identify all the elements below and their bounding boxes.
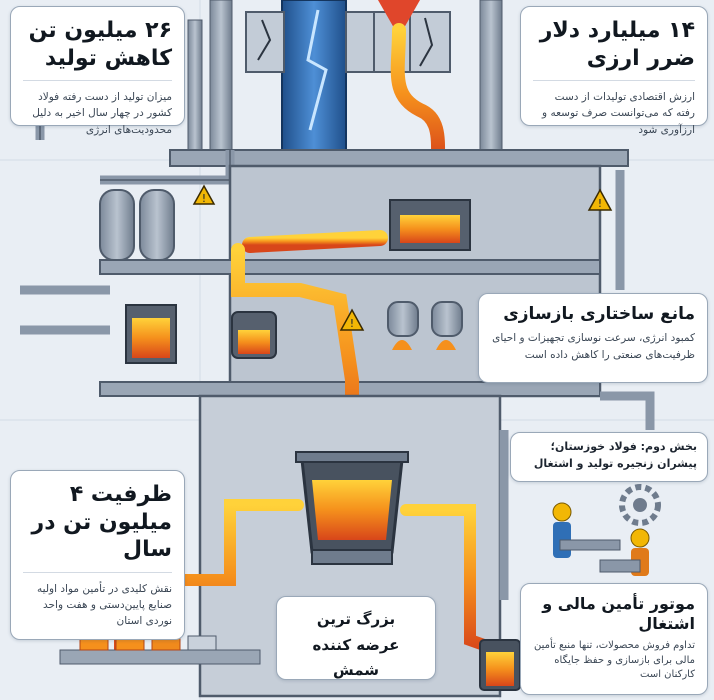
worker-icon: [599, 528, 650, 576]
furnace-upper: [389, 199, 471, 251]
warning-icon: !: [339, 308, 365, 331]
production-loss-card: ۲۶ میلیون تن کاهش تولید میزان تولید از د…: [10, 6, 185, 136]
crack-icon: [245, 11, 451, 73]
gear-icon: [619, 484, 661, 526]
middle-floor: [99, 259, 601, 275]
structural-barrier-card: مانع ساختاری بازسازی کمبود انرژی، سرعت ن…: [478, 293, 708, 383]
svg-text:!: !: [202, 192, 206, 205]
warning-icon: !: [192, 184, 216, 205]
molten-pipe-middle: [242, 230, 388, 253]
billets: [59, 635, 261, 665]
largest-supplier-line2: عرضه کننده شمش: [312, 635, 400, 680]
svg-text:!: !: [350, 317, 354, 330]
divider: [23, 80, 172, 81]
lightning-icon: [306, 9, 328, 131]
largest-supplier-line1: بزرگ ترین: [316, 610, 396, 628]
burners: [387, 301, 463, 350]
pouring-ladle: [479, 639, 521, 691]
structural-barrier-body: کمبود انرژی، سرعت نوسازی تجهیزات و احیای…: [492, 332, 695, 361]
finance-engine-title: موتور تأمین مالی و اشتغال: [542, 594, 695, 633]
production-loss-title: ۲۶ میلیون تن کاهش تولید: [28, 18, 172, 71]
section-heading-line1: بخش دوم: فولاد خوزستان؛: [550, 440, 697, 453]
largest-supplier-card: بزرگ ترین عرضه کننده شمش: [276, 596, 436, 680]
finance-engine-card: موتور تأمین مالی و اشتغال تداوم فروش محص…: [520, 583, 708, 695]
divider: [23, 571, 172, 573]
molten-pipe-upper: [390, 23, 446, 167]
section-heading-card: بخش دوم: فولاد خوزستان؛ پیشران زنجیره تو…: [510, 432, 708, 482]
big-ladle: [295, 451, 409, 565]
stacks: [187, 0, 503, 151]
crucible-left: [125, 304, 177, 364]
capacity-title: ظرفیت ۴ میلیون تن در سال: [31, 482, 172, 562]
finance-engine-body: تداوم فروش محصولات، تنها منبع تأمین مالی…: [533, 640, 695, 680]
production-loss-body: میزان تولید از دست رفته فولاد کشور در چه…: [32, 91, 172, 136]
section-heading-line2: پیشران زنجیره تولید و اشتغال: [533, 456, 697, 470]
currency-loss-title: ۱۴ میلیارد دلار ضرر ارزی: [539, 18, 695, 71]
structural-barrier-title: مانع ساختاری بازسازی: [503, 304, 695, 324]
warning-icon: !: [587, 188, 613, 211]
upper-floor: [169, 149, 629, 167]
capacity-body: نقش کلیدی در تأمین مواد اولیه صنایع پایی…: [37, 582, 172, 628]
molten-funnel: [378, 0, 420, 28]
svg-text:!: !: [598, 197, 602, 210]
currency-loss-body: ارزش اقتصادی تولیدات از دست رفته که می‌ت…: [542, 91, 695, 136]
ladle-middle: [231, 311, 277, 359]
capacity-card: ظرفیت ۴ میلیون تن در سال نقش کلیدی در تأ…: [10, 470, 185, 640]
pipes-right: [499, 170, 655, 600]
tanks: [99, 189, 175, 261]
currency-loss-card: ۱۴ میلیارد دلار ضرر ارزی ارزش اقتصادی تو…: [520, 6, 708, 136]
worker-icon: [552, 502, 621, 558]
divider: [533, 80, 695, 81]
